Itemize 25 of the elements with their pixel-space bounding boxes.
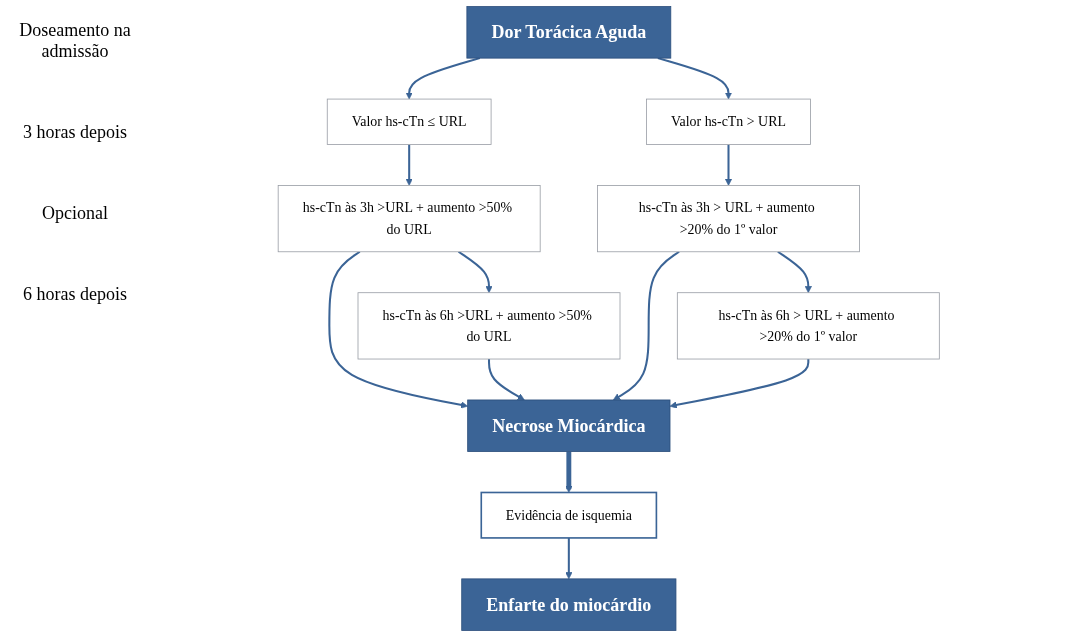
arrow (405, 144, 413, 186)
arrow (565, 451, 573, 493)
node-box: hs-cTn às 6h >URL + aumento >50% do URL (357, 292, 621, 360)
node-box: hs-cTn às 6h > URL + aumento >20% do 1º valor (676, 292, 940, 360)
arrow (612, 250, 680, 401)
arrow (487, 359, 525, 401)
node-box: Necrose Miocárdica (467, 399, 671, 452)
node-box: Valor hs-cTn > URL (645, 98, 811, 145)
arrow (328, 250, 468, 409)
row-label: Opcional (41, 203, 109, 224)
node-box: hs-cTn às 3h >URL + aumento >50% do URL (277, 185, 541, 253)
arrow (669, 359, 810, 409)
arrow (724, 144, 732, 186)
arrow (405, 57, 480, 100)
arrow (457, 250, 493, 294)
node-box: Valor hs-cTn ≤ URL (326, 98, 492, 145)
row-label: 6 horas depois (22, 284, 128, 305)
node-box: Dor Torácica Aguda (466, 6, 671, 59)
node-box: Enfarte do miocárdio (461, 578, 677, 631)
row-label: 3 horas depois (22, 122, 128, 143)
row-label: Doseamento na admissão (18, 20, 132, 62)
arrow (565, 537, 573, 580)
node-box: hs-cTn às 3h > URL + aumento >20% do 1º valor (596, 185, 860, 253)
arrow (777, 250, 812, 294)
node-box: Evidência de isquemia (480, 491, 657, 539)
